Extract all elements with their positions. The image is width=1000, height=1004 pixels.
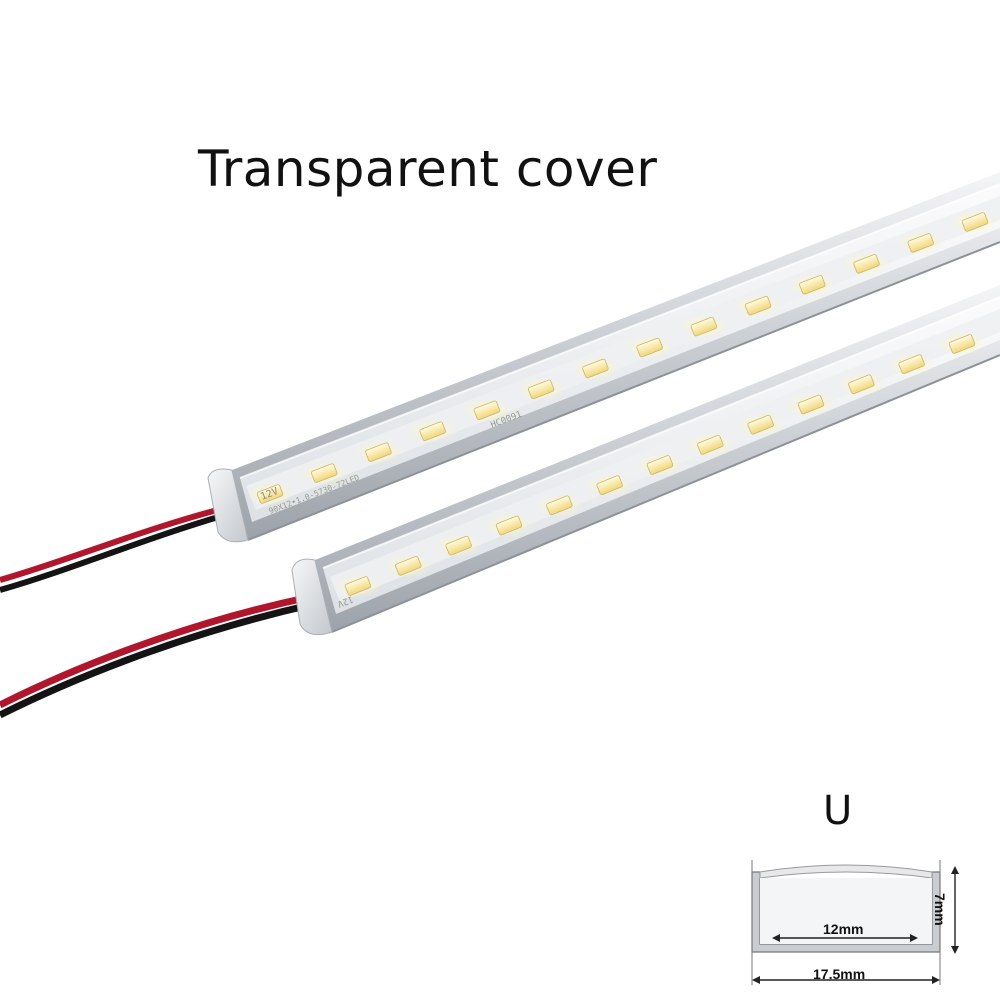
- top-led-chip: [799, 275, 826, 295]
- bottom-led-chip: [898, 354, 925, 374]
- top-led-chip: [636, 337, 663, 358]
- top-led-chip: [365, 442, 392, 462]
- top-led-chip: [961, 212, 989, 232]
- height-label: 7mm: [932, 893, 948, 926]
- u-profile-diagram: [751, 860, 959, 985]
- outer-width-label: 17.5mm: [813, 966, 866, 982]
- bottom-led-chip: [546, 495, 573, 516]
- bottom-led-chip: [445, 535, 472, 556]
- power-wires-bottom: [0, 593, 311, 719]
- bottom-led-chip: [495, 515, 523, 536]
- led-row-bottom: [334, 332, 986, 598]
- power-wires-top: [0, 505, 226, 593]
- top-led-chip: [907, 233, 934, 253]
- bottom-led-chip: [797, 394, 825, 415]
- top-led-chip: [527, 379, 555, 400]
- bottom-led-chip: [948, 334, 976, 354]
- top-led-chip: [256, 484, 284, 504]
- bottom-led-chip: [596, 475, 623, 495]
- top-led-chip: [473, 400, 501, 421]
- bottom-led-chip: [697, 435, 724, 455]
- top-led-chip: [744, 295, 772, 316]
- top-led-chip: [853, 254, 880, 274]
- top-led-chip: [582, 358, 609, 379]
- top-led-chip: [419, 421, 446, 441]
- led-bar-bottom: [291, 285, 1000, 636]
- led-row-top: [246, 210, 999, 506]
- top-led-chip: [311, 463, 338, 483]
- profile-type-letter: U: [823, 788, 853, 834]
- transparent-cover-caption: Transparent cover: [198, 140, 658, 198]
- bottom-led-chip: [395, 556, 422, 576]
- bottom-led-chip: [344, 576, 372, 596]
- bottom-led-chip: [646, 455, 674, 475]
- top-led-chip: [690, 316, 718, 337]
- inner-width-label: 12mm: [823, 921, 864, 937]
- led-bar-top: [207, 172, 1000, 543]
- bottom-led-chip: [848, 374, 875, 395]
- bottom-led-chip: [747, 414, 774, 435]
